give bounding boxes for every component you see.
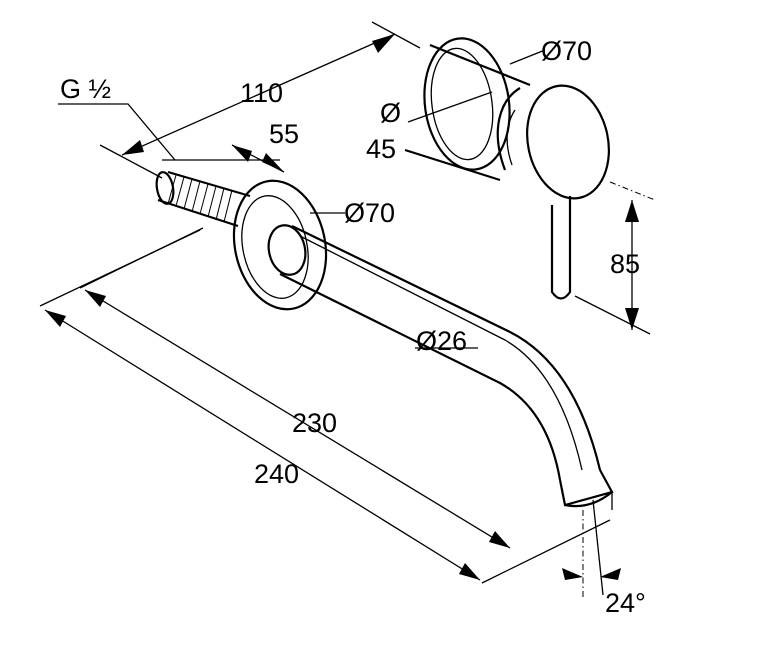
- label-dia26: Ø26: [416, 326, 467, 356]
- label-dia45-symbol: Ø: [380, 98, 401, 128]
- label-dia45-value: 45: [366, 134, 396, 164]
- label-dia70-flange: Ø70: [344, 198, 395, 228]
- label-dia70-mixer: Ø70: [541, 36, 592, 66]
- mixer-body-end: [526, 84, 610, 200]
- spout-rosette: [232, 179, 328, 311]
- mixer-assembly: [404, 37, 610, 300]
- spout-tip: [558, 469, 614, 508]
- dimension-lines: [39, 21, 656, 600]
- label-240: 240: [254, 459, 299, 489]
- spout-assembly: [232, 179, 614, 508]
- label-55: 55: [269, 119, 299, 149]
- label-110: 110: [240, 78, 283, 108]
- dimension-labels: G ½ 110 55 Ø70 Ø70 Ø 45 85 Ø26 230 240 2…: [60, 36, 646, 618]
- label-thread: G ½: [60, 74, 111, 104]
- label-85: 85: [610, 249, 640, 279]
- spout-tube: [279, 225, 602, 481]
- mixer-lever: [550, 196, 572, 300]
- label-angle24: 24°: [605, 588, 646, 618]
- threaded-connector: [155, 170, 251, 228]
- label-230: 230: [292, 408, 337, 438]
